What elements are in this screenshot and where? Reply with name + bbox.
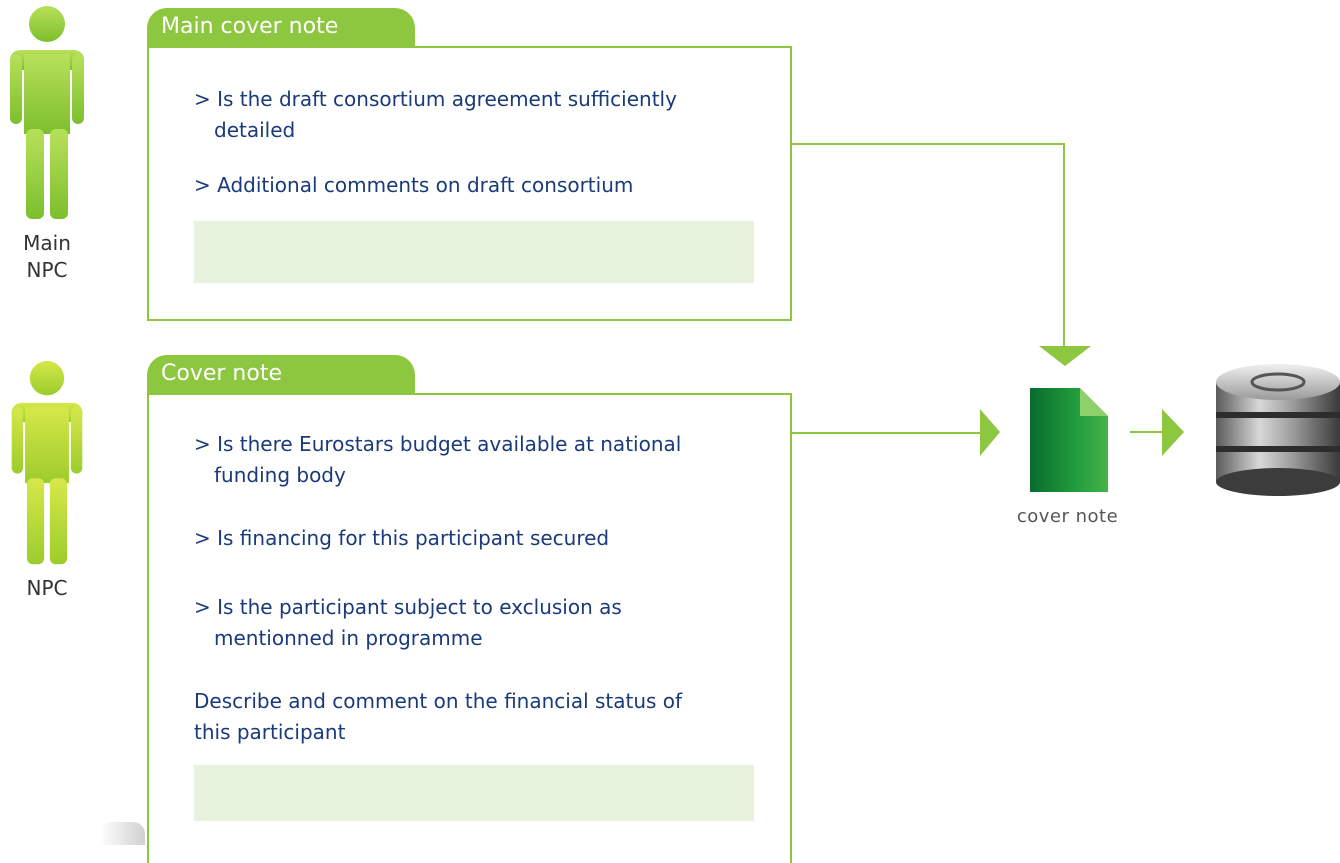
main-cover-note-tab: Main cover note [147,8,415,48]
question-item: > Is the draft consortium agreement suff… [194,87,677,142]
connector-lines [791,143,1184,456]
person-icon [11,360,83,565]
actor-label-line: Main [23,231,71,255]
main-npc-actor: Main NPC [0,0,110,300]
database-icon [1216,364,1340,496]
person-icon [10,6,84,219]
main-cover-note-panel: > Is the draft consortium agreement suff… [147,46,792,321]
cover-note-panel: > Is there Eurostars budget available at… [147,393,792,863]
question-item: > Is financing for this participant secu… [194,526,610,550]
cover-note-tab: Cover note [147,355,415,395]
document-caption: cover note [1016,506,1119,527]
financial-status-input-field[interactable] [194,765,754,821]
question-item: > Is there Eurostars budget available at… [194,432,682,487]
document-icon [1030,388,1108,492]
actor-label-line: NPC [26,258,68,282]
decorative-fragment [100,822,145,845]
cover-note-title: Cover note [161,361,282,386]
arrow-right-icon [1162,409,1184,456]
question-item: > Additional comments on draft consortiu… [194,173,634,197]
arrow-right-icon [980,409,1000,456]
main-to-document-connector [791,143,1065,346]
describe-prompt: Describe and comment on the financial st… [194,689,683,744]
comment-input-field[interactable] [194,221,754,283]
arrow-down-icon [1039,346,1091,366]
question-item: > Is the participant subject to exclusio… [194,595,622,650]
actor-label-line: NPC [26,576,68,600]
main-cover-note-title: Main cover note [161,14,339,39]
npc-actor: NPC [0,355,110,615]
